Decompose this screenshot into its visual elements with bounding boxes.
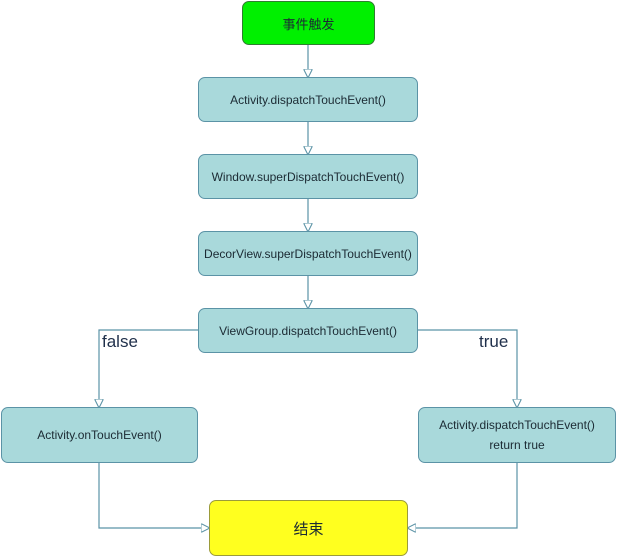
window-super-dispatch-node: Window.superDispatchTouchEvent() (198, 154, 418, 199)
edge-truebox-to-end (408, 463, 518, 528)
activity-dispatch-label: Activity.dispatchTouchEvent() (230, 92, 386, 107)
decorview-super-dispatch-label: DecorView.superDispatchTouchEvent() (204, 246, 412, 261)
decorview-super-dispatch-node: DecorView.superDispatchTouchEvent() (198, 231, 418, 276)
viewgroup-dispatch-node: ViewGroup.dispatchTouchEvent() (198, 308, 418, 353)
return-true-label: return true (489, 438, 545, 452)
start-label: 事件触发 (282, 16, 335, 32)
activity-dispatch-true-label: Activity.dispatchTouchEvent() (439, 418, 595, 432)
activity-dispatch-node: Activity.dispatchTouchEvent() (198, 77, 418, 122)
activity-ontouch-node: Activity.onTouchEvent() (1, 407, 198, 463)
end-label: 结束 (293, 520, 324, 538)
false-edge-label: false (102, 332, 138, 351)
window-super-dispatch-label: Window.superDispatchTouchEvent() (211, 169, 405, 184)
activity-ontouch-label: Activity.onTouchEvent() (37, 428, 162, 442)
activity-dispatch-true-node: Activity.dispatchTouchEvent() return tru… (418, 407, 616, 463)
edge-ontouch-to-end (98, 463, 209, 528)
edge-viewgroup-false (99, 329, 198, 407)
true-edge-label: true (479, 332, 509, 351)
end-node: 结束 (209, 500, 408, 556)
viewgroup-dispatch-label: ViewGroup.dispatchTouchEvent() (219, 323, 397, 338)
edge-viewgroup-true (418, 329, 517, 407)
start-node: 事件触发 (242, 1, 375, 45)
